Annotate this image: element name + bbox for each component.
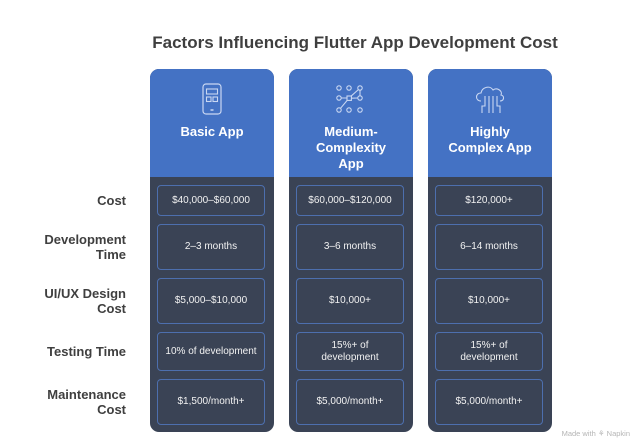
- cell-maintenance-cost: $5,000/month+: [435, 379, 543, 425]
- cell-maintenance-cost: $5,000/month+: [296, 379, 404, 425]
- column-title-line: App: [338, 156, 364, 171]
- cell-development-time: 3–6 months: [296, 224, 404, 270]
- napkin-watermark: Made with ⚘ Napkin: [561, 429, 630, 438]
- cell-cost: $60,000–$120,000: [296, 185, 404, 216]
- column-title-line: Complex App: [448, 140, 532, 155]
- cell-development-time: 2–3 months: [157, 224, 265, 270]
- column-title: Basic App: [180, 124, 244, 139]
- mobile-phone-icon: [202, 83, 222, 115]
- column-header: Medium- Complexity App: [289, 69, 413, 177]
- column-header: Basic App: [150, 69, 274, 177]
- column-title: Medium- Complexity App: [293, 124, 409, 172]
- cell-testing-time: 15%+ of development: [296, 332, 404, 371]
- row-label-text: Development: [44, 232, 126, 247]
- cell-uiux-design-cost: $10,000+: [296, 278, 404, 324]
- column-medium-complexity-app: Medium- Complexity App $60,000–$120,000 …: [289, 69, 413, 432]
- cell-uiux-design-cost: $5,000–$10,000: [157, 278, 265, 324]
- row-label-text: Cost: [97, 402, 126, 417]
- cell-testing-time: 15%+ of development: [435, 332, 543, 371]
- column-title-line: Complexity: [315, 140, 387, 155]
- row-label-uiux-design-cost: UI/UX Design Cost: [44, 286, 126, 316]
- cloud-circuit-icon: [475, 86, 505, 113]
- cell-development-time: 6–14 months: [435, 224, 543, 270]
- row-label-text: Cost: [97, 301, 126, 316]
- row-label-cost: Cost: [97, 193, 126, 208]
- column-title-line: Medium-: [324, 124, 378, 139]
- cell-testing-time: 10% of development: [157, 332, 265, 371]
- row-label-text: UI/UX Design: [44, 286, 126, 301]
- column-basic-app: Basic App $40,000–$60,000 2–3 months $5,…: [150, 69, 274, 432]
- column-header: Highly Complex App: [428, 69, 552, 177]
- cell-uiux-design-cost: $10,000+: [435, 278, 543, 324]
- column-highly-complex-app: Highly Complex App $120,000+ 6–14 months…: [428, 69, 552, 432]
- row-label-maintenance-cost: Maintenance Cost: [47, 387, 126, 417]
- row-label-text: Time: [95, 247, 126, 262]
- diagram-title: Factors Influencing Flutter App Developm…: [152, 33, 558, 52]
- cell-cost: $40,000–$60,000: [157, 185, 265, 216]
- cell-maintenance-cost: $1,500/month+: [157, 379, 265, 425]
- row-label-text: Testing Time: [47, 344, 126, 359]
- row-label-text: Cost: [97, 193, 126, 208]
- column-title-line: Highly: [470, 124, 510, 139]
- row-label-testing-time: Testing Time: [47, 344, 126, 359]
- row-label-text: Maintenance: [47, 387, 126, 402]
- network-nodes-icon: [336, 85, 363, 113]
- cell-cost: $120,000+: [435, 185, 543, 216]
- column-title: Highly Complex App: [432, 124, 548, 156]
- row-label-development-time: Development Time: [44, 232, 126, 262]
